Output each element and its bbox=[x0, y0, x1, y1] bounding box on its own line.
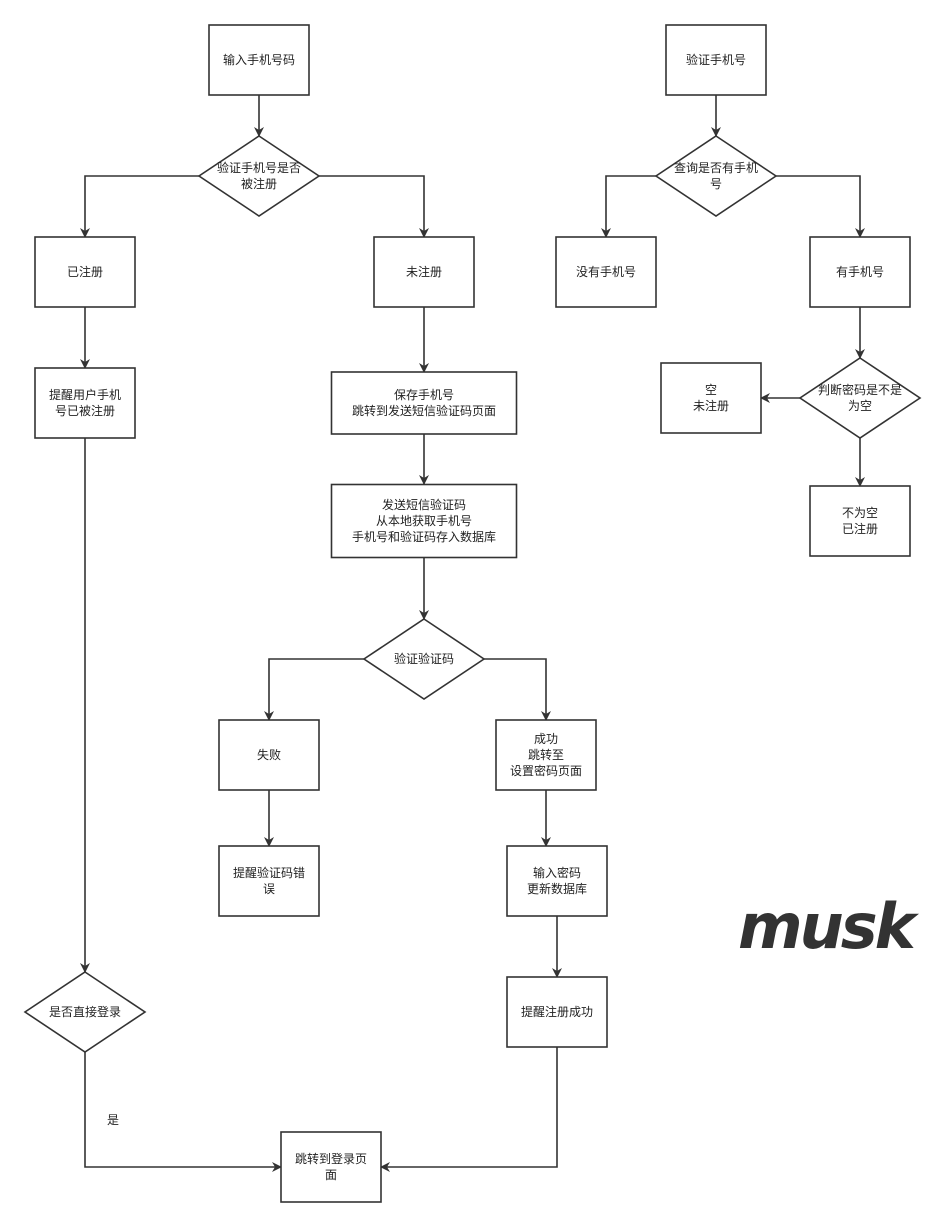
process-box bbox=[506, 845, 608, 917]
node-label-line: 判断密码是不是 bbox=[818, 382, 902, 397]
decision-diamond bbox=[798, 357, 922, 439]
decision-diamond bbox=[197, 135, 321, 217]
node-label-line: 成功 bbox=[534, 732, 558, 746]
node-label-line: 跳转到发送短信验证码页面 bbox=[352, 403, 496, 418]
node-direct-login: 是否直接登录 bbox=[23, 971, 147, 1053]
edge-labels-layer: 是 bbox=[107, 1113, 119, 1127]
edge-check-registered-to-registered bbox=[80, 175, 199, 238]
edge-query-phone-to-has-phone bbox=[776, 175, 865, 238]
node-label-line: 提醒用户手机 bbox=[49, 387, 121, 402]
node-label-line: 被注册 bbox=[241, 176, 277, 191]
node-remind-success: 提醒注册成功 bbox=[506, 976, 608, 1048]
node-label-line: 手机号和验证码存入数据库 bbox=[352, 529, 496, 544]
process-box bbox=[809, 236, 911, 308]
process-box bbox=[280, 1131, 382, 1203]
node-label-line: 没有手机号 bbox=[576, 264, 636, 279]
node-label-line: 是否直接登录 bbox=[49, 1004, 121, 1019]
node-label-line: 从本地获取手机号 bbox=[376, 514, 472, 528]
node-label-line: 有手机号 bbox=[836, 265, 884, 279]
node-label-line: 已注册 bbox=[67, 264, 103, 279]
node-fail: 失败 bbox=[218, 719, 320, 791]
node-label-line: 保存手机号 bbox=[394, 388, 454, 402]
node-label-line: 失败 bbox=[257, 747, 281, 762]
process-box bbox=[506, 976, 608, 1048]
node-label-line: 验证手机号 bbox=[686, 52, 746, 67]
process-box bbox=[809, 485, 911, 557]
node-label-line: 提醒验证码错 bbox=[233, 865, 305, 880]
node-label-line: 更新数据库 bbox=[527, 881, 587, 896]
node-label-line: 输入密码 bbox=[533, 865, 581, 880]
process-box bbox=[330, 371, 518, 435]
node-label-line: 提醒注册成功 bbox=[521, 1004, 593, 1019]
edge-query-phone-to-no-phone bbox=[601, 175, 656, 238]
node-label-line: 设置密码页面 bbox=[510, 763, 582, 778]
decision-diamond bbox=[23, 971, 147, 1053]
process-box bbox=[660, 362, 762, 434]
node-label-line: 号已被注册 bbox=[55, 403, 115, 418]
edge-remind-success-to-goto-login bbox=[380, 1047, 558, 1172]
node-label-line: 验证验证码 bbox=[394, 651, 454, 666]
edge-direct-login-to-goto-login bbox=[84, 1052, 282, 1172]
node-input-phone: 输入手机号码 bbox=[208, 24, 310, 96]
process-box bbox=[373, 236, 475, 308]
node-label-line: 跳转到登录页 bbox=[295, 1151, 367, 1166]
process-box bbox=[218, 845, 320, 917]
process-box bbox=[665, 24, 767, 96]
node-no-phone: 没有手机号 bbox=[555, 236, 657, 308]
node-label-line: 查询是否有手机 bbox=[674, 161, 758, 175]
edge-label: 是 bbox=[107, 1113, 119, 1127]
node-not-registered: 未注册 bbox=[373, 236, 475, 308]
node-label-line: 未注册 bbox=[693, 398, 729, 413]
decision-diamond bbox=[654, 135, 778, 217]
node-has-phone: 有手机号 bbox=[809, 236, 911, 308]
node-verify-code: 验证验证码 bbox=[362, 618, 486, 700]
node-label-line: 跳转至 bbox=[528, 747, 564, 762]
edge-verify-code-to-fail bbox=[264, 658, 364, 721]
node-label-line: 验证手机号是否 bbox=[217, 160, 301, 175]
process-box bbox=[34, 367, 136, 439]
edge-check-registered-to-not-registered bbox=[319, 175, 429, 238]
process-box bbox=[34, 236, 136, 308]
node-label-line: 号 bbox=[710, 177, 722, 191]
node-label-line: 空 bbox=[705, 383, 717, 397]
node-label-line: 面 bbox=[325, 1168, 337, 1182]
node-label-line: 已注册 bbox=[842, 521, 878, 536]
node-verify-phone: 验证手机号 bbox=[665, 24, 767, 96]
node-label-line: 为空 bbox=[848, 399, 872, 413]
node-label-line: 误 bbox=[263, 882, 275, 896]
node-registered: 已注册 bbox=[34, 236, 136, 308]
node-label-line: 不为空 bbox=[842, 506, 878, 520]
process-box bbox=[555, 236, 657, 308]
node-label-line: 未注册 bbox=[406, 264, 442, 279]
node-label-line: 发送短信验证码 bbox=[382, 497, 466, 512]
decision-diamond bbox=[362, 618, 486, 700]
process-box bbox=[208, 24, 310, 96]
watermark-musk: musk bbox=[738, 890, 916, 963]
edge-verify-code-to-success bbox=[484, 658, 551, 721]
node-label-line: 输入手机号码 bbox=[223, 52, 295, 67]
process-box bbox=[218, 719, 320, 791]
nodes-layer: 输入手机号码验证手机号是否被注册已注册未注册提醒用户手机号已被注册保存手机号跳转… bbox=[23, 24, 922, 1203]
process-box bbox=[330, 483, 518, 559]
process-box bbox=[495, 719, 597, 791]
edges-layer bbox=[80, 95, 865, 1172]
